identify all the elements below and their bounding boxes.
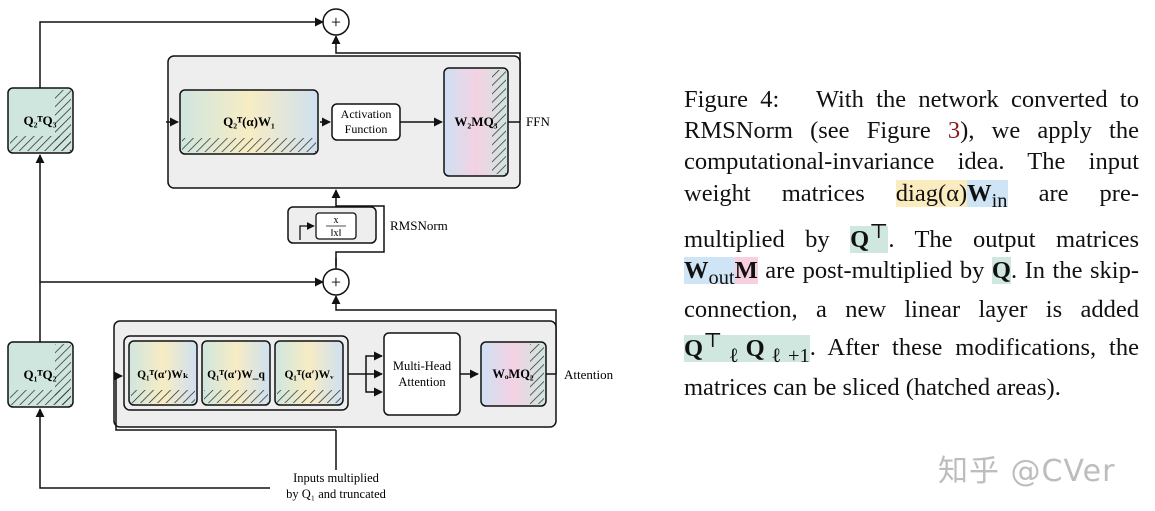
caption-text-5: are post-multiplied by	[757, 257, 992, 285]
watermark: 知乎 @CVer	[938, 454, 1116, 489]
input-to-attention-line	[113, 371, 336, 431]
add-node-middle: +	[322, 268, 350, 296]
attention-label: Attention	[564, 367, 614, 382]
rmsnorm-label: RMSNorm	[390, 218, 448, 233]
skip-connection-top	[39, 17, 324, 88]
q-l1-sub: ℓ+1	[764, 344, 810, 367]
skip-matrix-bottom-label: Q₁ᵀQ₂	[23, 367, 56, 382]
add-symbol: +	[331, 12, 341, 32]
caption-text-2: ), we apply the computational-invariance…	[684, 117, 1139, 207]
mha-line2: Attention	[398, 375, 446, 389]
ffn-input-matrix-label: Q₂ᵀ(α)W₁	[223, 114, 275, 129]
figure-ref[interactable]: 3	[947, 117, 961, 145]
attention-output-matrix: WₒMQ₂	[480, 341, 547, 407]
ffn-output-matrix-label: W₂MQ₃	[454, 114, 497, 129]
inputs-line1: Inputs multiplied	[293, 471, 380, 485]
matrix-v-label: Q₁ᵀ(α′)Wᵥ	[284, 369, 334, 381]
add-node-top: +	[322, 8, 350, 36]
rmsnorm-block: x ‖x‖	[287, 206, 377, 244]
arrow-mha-1	[348, 351, 383, 375]
add-symbol-middle: +	[331, 272, 341, 292]
inputs-line2: by Q₁ and truncated	[286, 487, 387, 501]
multi-head-attention-box: Multi-Head Attention	[383, 332, 461, 416]
w-in: W	[967, 179, 992, 207]
caption-text-1: With the network converted to RMSNorm (s…	[684, 86, 1139, 145]
attention-output-matrix-label: WₒMQ₂	[492, 367, 534, 381]
qkv-group	[123, 335, 349, 411]
figure-label: Figure 4:	[684, 86, 780, 113]
ffn-input-matrix: Q₂ᵀ(α)W₁	[179, 89, 319, 155]
matrix-k-label: Q₁ᵀ(α′)Wₖ	[137, 369, 189, 381]
ffn-output-matrix: W₂MQ₃	[443, 67, 509, 177]
activation-line1: Activation	[341, 107, 392, 121]
q-l-sup: ⊤	[703, 329, 723, 352]
q-l: Q	[684, 334, 704, 362]
caption-text-3: are pre-multiplied by	[684, 179, 1139, 253]
caption-text-6: . In the skip-connection, a new linear l…	[684, 257, 1139, 324]
rmsnorm-to-ffn-line	[331, 189, 385, 266]
matrix-q-label: Q₁ᵀ(α′)W_q	[207, 369, 265, 381]
matrix-k: Q₁ᵀ(α′)Wₖ	[128, 340, 198, 406]
q-l-sub: ℓ	[722, 344, 746, 367]
ffn-label: FFN	[526, 114, 550, 129]
mha-line1: Multi-Head	[393, 359, 452, 373]
w-out-sub: out	[708, 266, 735, 289]
figure-caption: Figure 4: With the network converted to …	[684, 84, 1139, 403]
q-transpose: Q	[850, 225, 870, 253]
skip-matrix-top: Q₂ᵀQ₃	[7, 87, 74, 154]
w-out: W	[684, 257, 709, 285]
rmsnorm-formula-bottom: ‖x‖	[331, 228, 342, 239]
q-transpose-sup: ⊤	[869, 220, 889, 243]
matrix-v: Q₁ᵀ(α′)Wᵥ	[274, 340, 344, 406]
skip-matrix-bottom: Q₁ᵀQ₂	[7, 341, 74, 408]
w-in-sub: in	[991, 189, 1008, 212]
skip-matrix-top-label: Q₂ᵀQ₃	[23, 113, 56, 128]
q-l1: Q	[745, 334, 765, 362]
m-matrix: M	[734, 257, 758, 285]
architecture-diagram: + FFN Q₂ᵀQ₃ Q₂ᵀ(α)W₁ Activation Function…	[7, 8, 614, 501]
input-to-skip-line	[35, 408, 270, 489]
arrow-mha-3	[365, 374, 383, 397]
caption-text-4: . The output matrices	[888, 225, 1140, 253]
rmsnorm-formula-top: x	[334, 215, 339, 226]
q-matrix: Q	[991, 257, 1011, 285]
activation-function-box: Activation Function	[331, 103, 401, 141]
diag-alpha: diag(α)	[895, 179, 968, 207]
matrix-q: Q₁ᵀ(α′)W_q	[201, 340, 271, 406]
activation-line2: Function	[345, 122, 388, 136]
caption-text-7: . After these modifications, the matrice…	[684, 334, 1139, 401]
